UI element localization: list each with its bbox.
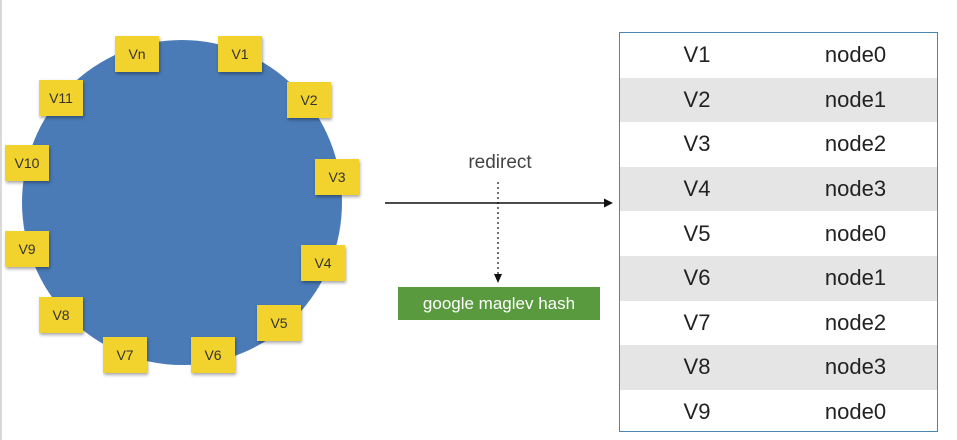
vnode-label: Vn bbox=[128, 46, 146, 62]
vnode-note-v11: V11 bbox=[39, 80, 83, 116]
vnode-note-v1: V1 bbox=[218, 36, 262, 72]
table-row: V2 node1 bbox=[620, 77, 937, 123]
vnode-note-v10: V10 bbox=[5, 145, 49, 181]
node-cell: node1 bbox=[824, 86, 887, 112]
table-row: V4 node3 bbox=[620, 166, 937, 212]
node-cell: node0 bbox=[824, 220, 887, 246]
vnode-note-v9: V9 bbox=[5, 231, 49, 267]
node-cell: node2 bbox=[824, 131, 887, 157]
table-row: V1 node0 bbox=[620, 33, 937, 78]
maglev-hash-box: google maglev hash bbox=[398, 287, 600, 320]
vnode-label: V6 bbox=[204, 347, 222, 363]
vnode-note-vn: Vn bbox=[115, 36, 159, 72]
vnode-cell: V7 bbox=[683, 309, 711, 335]
table-row: V7 node2 bbox=[620, 301, 937, 346]
table-row: V5 node0 bbox=[620, 211, 937, 256]
vnode-label: V10 bbox=[14, 155, 40, 171]
vnode-note-v5: V5 bbox=[257, 305, 301, 341]
vnode-note-v6: V6 bbox=[191, 337, 235, 373]
table-row: V3 node2 bbox=[620, 122, 937, 167]
vnode-label: V9 bbox=[18, 241, 36, 257]
vnode-cell: V8 bbox=[683, 354, 711, 380]
vnode-label: V7 bbox=[116, 347, 134, 363]
vnode-cell: V3 bbox=[683, 131, 711, 157]
vnode-cell: V6 bbox=[683, 265, 711, 291]
node-cell: node3 bbox=[824, 354, 887, 380]
vnode-cell: V2 bbox=[683, 86, 711, 112]
node-cell: node3 bbox=[824, 176, 887, 202]
vnode-cell: V1 bbox=[683, 42, 711, 68]
redirect-label: redirect bbox=[468, 152, 532, 173]
vnode-note-v4: V4 bbox=[301, 245, 345, 281]
node-cell: node1 bbox=[824, 265, 887, 291]
redirect-arrowhead bbox=[604, 198, 613, 208]
vnode-note-v2: V2 bbox=[287, 82, 331, 118]
vnode-note-v3: V3 bbox=[315, 159, 359, 195]
vnode-label: V1 bbox=[231, 46, 249, 62]
vnode-label: V11 bbox=[49, 90, 73, 106]
table-row: V6 node1 bbox=[620, 255, 937, 301]
vnode-label: V3 bbox=[328, 169, 346, 185]
left-frame-line bbox=[0, 0, 2, 440]
vnode-cell: V5 bbox=[683, 220, 711, 246]
node-cell: node0 bbox=[824, 42, 887, 68]
node-cell: node2 bbox=[824, 309, 887, 335]
dotted-arrowhead bbox=[494, 274, 502, 283]
node-cell: node0 bbox=[824, 399, 887, 425]
vnode-label: V2 bbox=[300, 92, 318, 108]
vnode-note-v7: V7 bbox=[103, 337, 147, 373]
table-row: V8 node3 bbox=[620, 345, 937, 390]
vnode-cell: V4 bbox=[683, 176, 711, 202]
vnode-label: V8 bbox=[52, 307, 70, 323]
table-row: V9 node0 bbox=[620, 390, 937, 435]
vnode-note-v8: V8 bbox=[39, 297, 83, 333]
vnode-label: V4 bbox=[314, 255, 332, 271]
vnode-cell: V9 bbox=[683, 399, 711, 425]
vnode-label: V5 bbox=[270, 315, 288, 331]
